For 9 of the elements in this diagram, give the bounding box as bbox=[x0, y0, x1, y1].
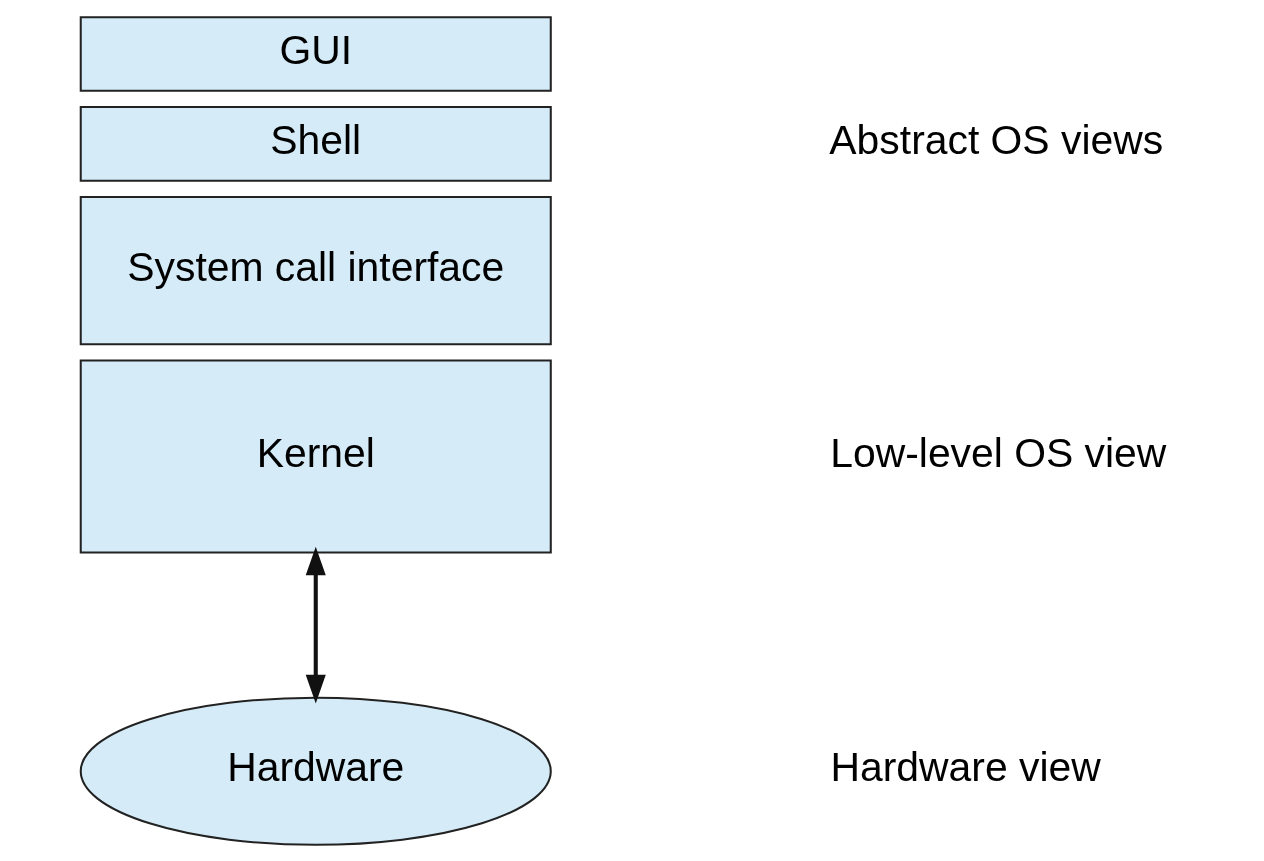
label: Abstract OS views bbox=[829, 116, 1164, 163]
node-box: System call interface bbox=[79, 195, 552, 345]
node-box: Kernel bbox=[79, 359, 552, 554]
node-box: GUI bbox=[79, 15, 552, 92]
label: Low-level OS view bbox=[830, 429, 1167, 476]
node-box: Shell bbox=[79, 105, 552, 182]
node-ellipse: Hardware bbox=[79, 696, 552, 846]
label: Hardware view bbox=[830, 743, 1101, 790]
arrow bbox=[305, 546, 326, 703]
